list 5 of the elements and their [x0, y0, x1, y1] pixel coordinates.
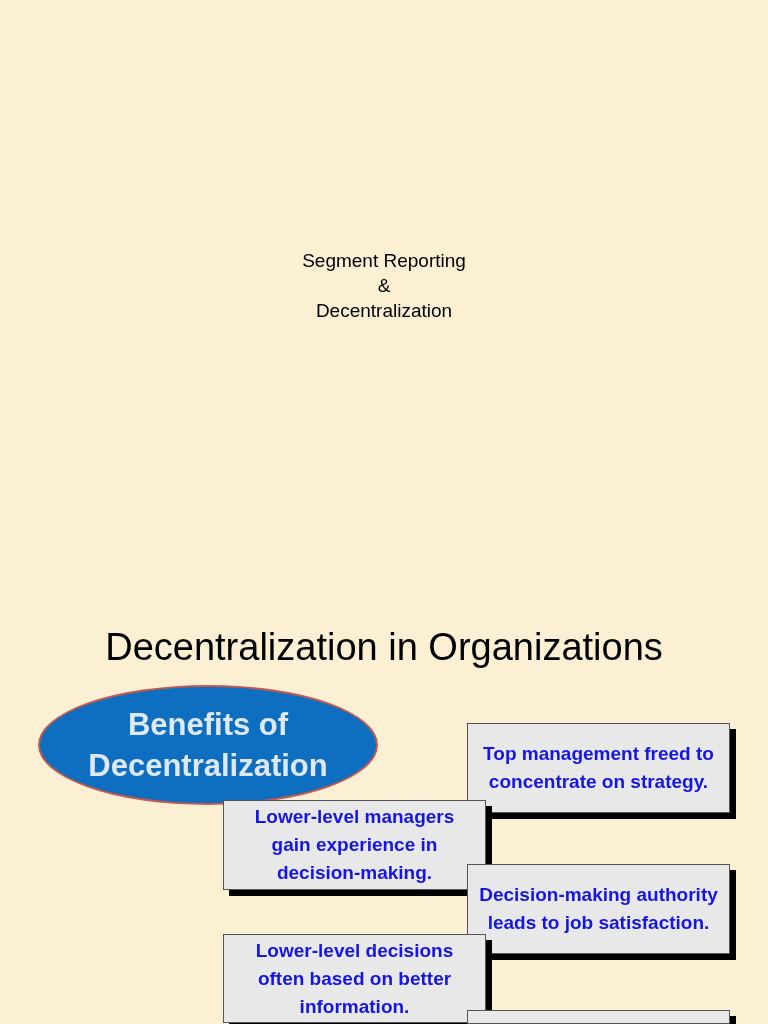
benefits-ellipse: Benefits of Decentralization	[38, 685, 378, 805]
slide-title-text: &	[376, 275, 392, 297]
slide-title-text: Segment Reporting	[301, 250, 467, 272]
slide-title-text: Decentralization	[314, 300, 454, 322]
slide-heading: Decentralization in Organizations	[104, 626, 664, 669]
